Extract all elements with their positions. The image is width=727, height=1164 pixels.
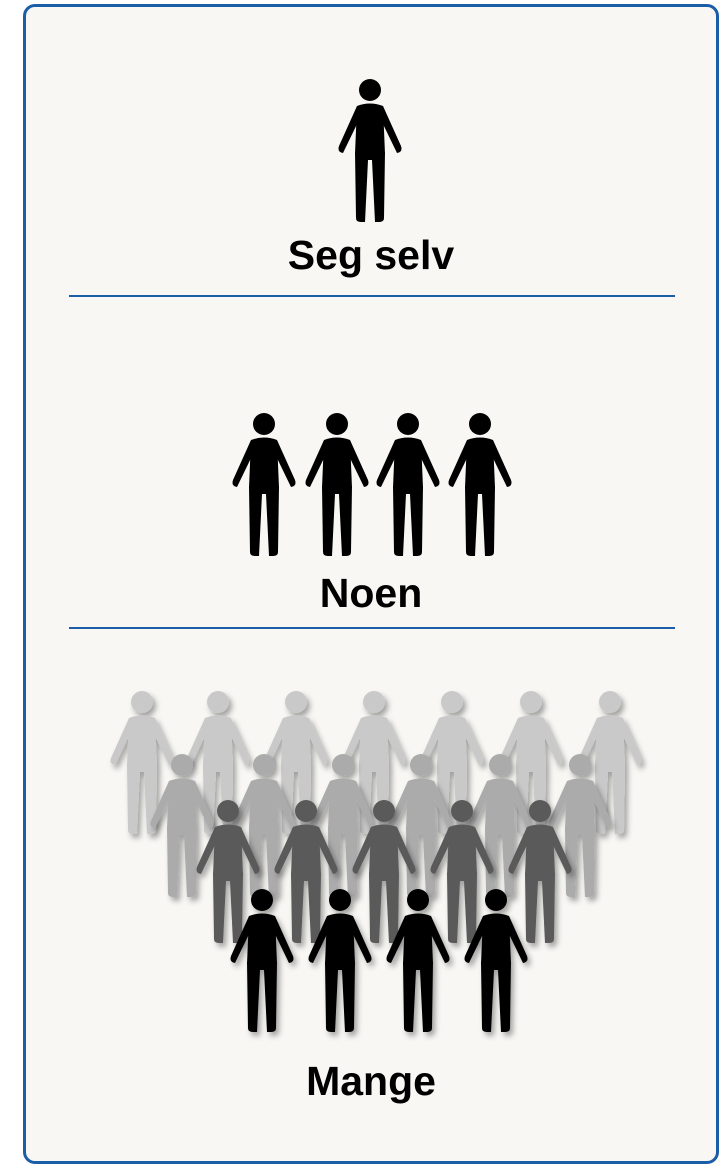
section-divider [69, 295, 675, 297]
section-label-self: Seg selv [287, 232, 455, 278]
section-label-many: Mange [306, 1058, 436, 1104]
person-icon [110, 691, 174, 834]
diagram-panel [23, 4, 719, 1164]
many-people-group [110, 691, 642, 1032]
section-divider [69, 627, 675, 629]
section-label-some: Noen [319, 570, 423, 616]
